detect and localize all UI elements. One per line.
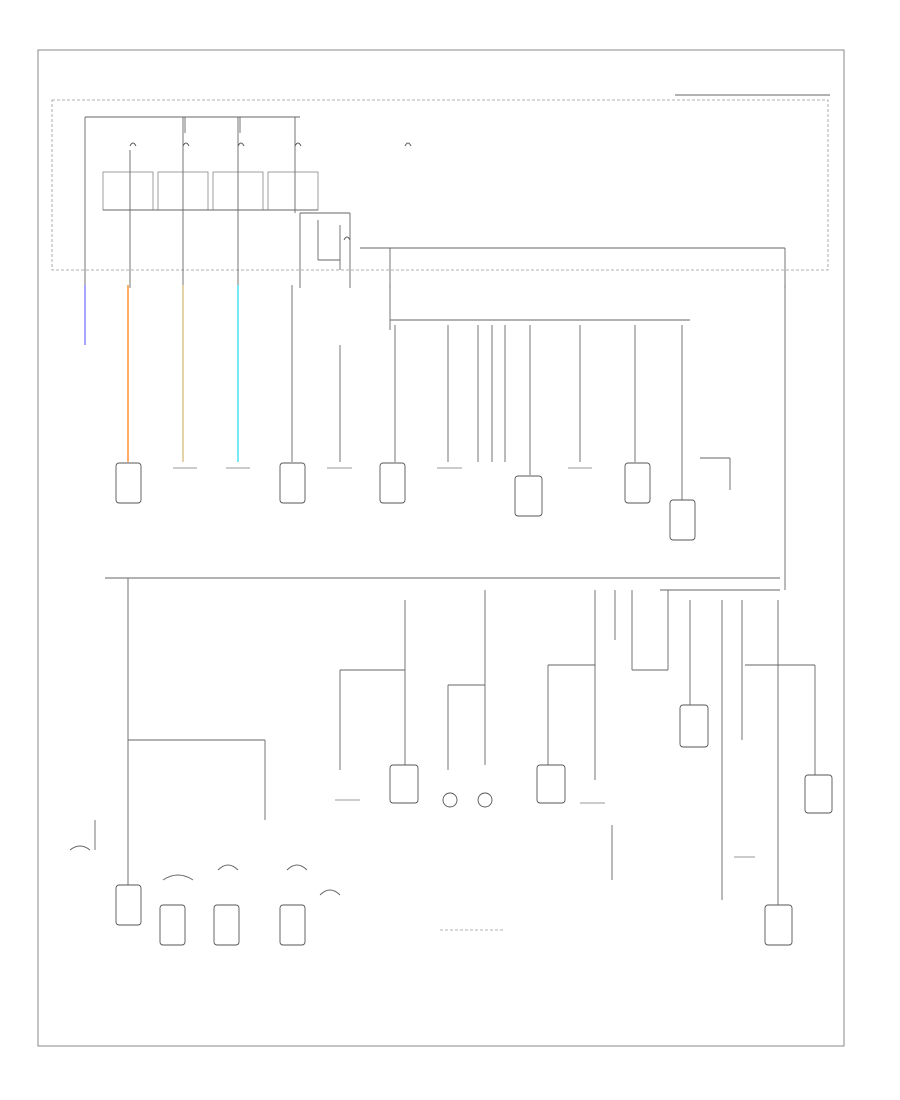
diagram-frame <box>37 49 845 1047</box>
fuse-box-outline <box>51 99 829 271</box>
upper-wiring <box>291 285 786 590</box>
middle-bus <box>105 577 816 905</box>
upper-components <box>115 462 696 541</box>
lower-components <box>69 704 833 946</box>
fuse-box-internals <box>84 116 786 288</box>
